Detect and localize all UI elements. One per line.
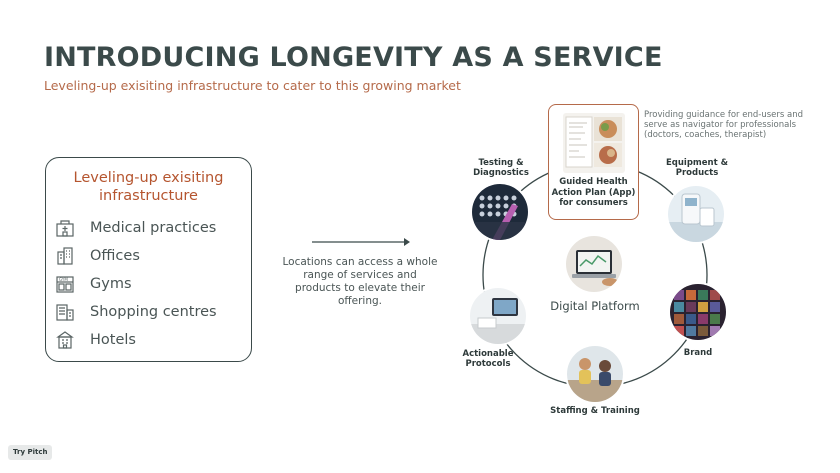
brand-photo [670,284,726,340]
slide-title: INTRODUCING LONGEVITY AS A SERVICE [44,42,663,73]
infrastructure-item-label: Gyms [90,276,132,292]
list-item: GYM Gyms [54,270,217,298]
node-label-staffing: Staffing & Training [550,406,640,416]
office-building-icon [54,246,76,266]
infrastructure-title: Leveling-up exisiting infrastructure [73,170,224,204]
app-label: Guided Health Action Plan (App) for cons… [551,177,636,208]
actionable-protocols-photo [470,288,526,344]
node-label-protocols: Actionable Protocols [462,349,514,369]
app-screenshot [563,113,625,173]
infrastructure-list: Medical practices Offices GYM Gyms [54,214,217,354]
node-label-equipment: Equipment & Products [665,158,729,178]
infrastructure-item-label: Hotels [90,332,136,348]
right-arrow-icon [312,238,410,246]
list-item: Medical practices [54,214,217,242]
app-note: Providing guidance for end-users and ser… [644,110,803,140]
list-item: Offices [54,242,217,270]
infrastructure-item-label: Offices [90,248,140,264]
equipment-products-photo [668,186,724,242]
node-label-brand: Brand [683,348,713,358]
list-item: Shopping centres [54,298,217,326]
arrow-description: Locations can access a whole range of se… [282,256,438,307]
svg-text:GYM: GYM [59,277,68,282]
infrastructure-item-label: Medical practices [90,220,217,236]
infrastructure-card: Leveling-up exisiting infrastructure Med… [45,157,252,362]
hotel-icon [54,330,76,350]
app-card: Guided Health Action Plan (App) for cons… [548,104,639,220]
digital-platform-label: Digital Platform [550,299,640,313]
gym-icon: GYM [54,274,76,294]
staffing-training-photo [567,346,623,402]
slide-subtitle: Leveling-up exisiting infrastructure to … [44,78,461,93]
digital-platform-photo [566,236,622,292]
hospital-icon [54,218,76,238]
try-pitch-button[interactable]: Try Pitch [8,445,53,460]
shopping-centre-icon [54,302,76,322]
node-label-testing: Testing & Diagnostics [473,158,529,178]
infrastructure-item-label: Shopping centres [90,304,217,320]
list-item: Hotels [54,326,217,354]
testing-diagnostics-photo [472,184,528,240]
